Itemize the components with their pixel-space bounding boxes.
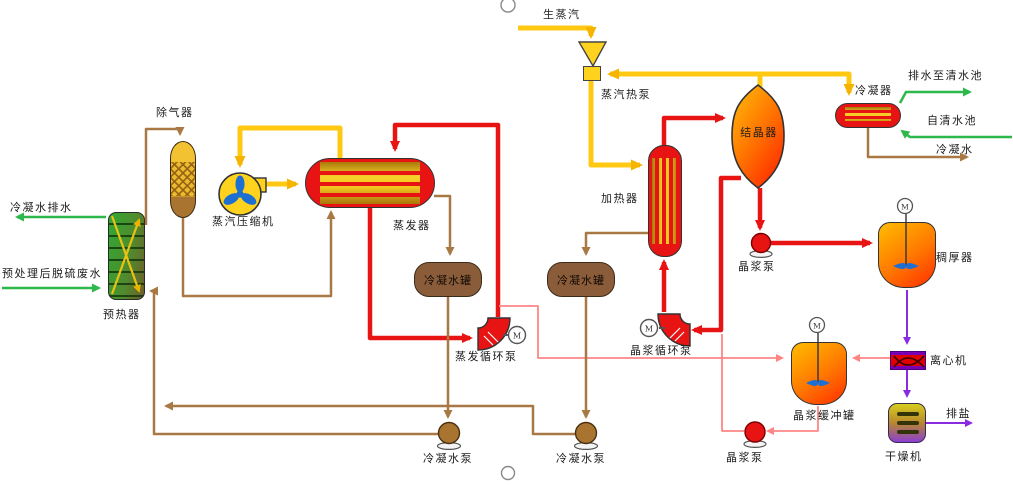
label-evap-circulation-pump: 蒸发循环泵 <box>455 350 518 363</box>
label-condensate-pump-2: 冷凝水泵 <box>556 452 606 465</box>
condensate-pipes <box>144 127 969 436</box>
buffer-tank-agitator: M <box>806 316 830 386</box>
buffer-tank-impeller-icon <box>806 380 830 386</box>
label-raw-steam: 生蒸汽 <box>543 8 581 21</box>
condensate-tank-1-label: 冷凝水罐 <box>424 273 472 287</box>
blowdown-to-buffer-pipe <box>499 305 784 362</box>
water-pipes <box>2 87 1012 293</box>
steam-heat-pump-nozzle[interactable] <box>577 41 608 68</box>
label-dryer: 干燥机 <box>885 450 923 463</box>
page-connector-bottom <box>500 465 516 481</box>
slurry-circulation-pump[interactable]: M <box>639 313 691 347</box>
deaerator-column[interactable] <box>170 141 196 218</box>
label-heater: 加热器 <box>601 192 639 205</box>
slurry-circ-suction-pipe <box>691 175 741 335</box>
motive-steam-to-heater-pipe <box>588 81 643 171</box>
buffer-tank-motor <box>808 316 826 334</box>
steam-pipes <box>234 25 855 190</box>
thickener-vessel[interactable] <box>878 222 936 288</box>
slurry-pump2-discharge-pipe <box>721 334 744 432</box>
evap-circ-pump-body <box>477 317 511 351</box>
label-salt-discharge: 排盐 <box>946 407 971 420</box>
condensate-tank-2-label: 冷凝水罐 <box>557 273 605 287</box>
thickener-impeller-icon <box>893 263 919 269</box>
evap-circ-discharge-pipe <box>390 122 501 317</box>
label-feed-water: 预处理后脱硫废水 <box>2 267 102 280</box>
motor-letter: M <box>645 325 653 334</box>
dryer-body[interactable] <box>888 403 926 443</box>
label-preheater: 预热器 <box>103 308 141 321</box>
label-drain-to-clean-pool: 排水至清水池 <box>908 69 983 82</box>
evaporator-vapor-pipe <box>234 125 343 168</box>
label-deaerator: 除气器 <box>156 106 194 119</box>
label-slurry-buffer-tank: 晶浆缓冲罐 <box>793 409 856 422</box>
label-condensate-water: 冷凝水 <box>936 143 974 156</box>
steam-heat-pump-body[interactable] <box>583 66 601 81</box>
motor-letter: M <box>813 322 821 331</box>
label-slurry-circulation-pump: 晶浆循环泵 <box>630 344 693 357</box>
condensate-pump-2[interactable] <box>573 421 599 451</box>
label-evaporator: 蒸发器 <box>393 219 431 232</box>
cond-pump1-discharge-pipe <box>149 286 438 436</box>
label-steam-heat-pump: 蒸汽热泵 <box>601 88 651 101</box>
slurry-circ-pump-motor <box>639 318 659 338</box>
slurry-pump-1[interactable] <box>749 232 773 259</box>
crystallizer-vessel[interactable] <box>731 83 785 190</box>
raw-steam-pipe <box>518 25 597 39</box>
centrifuge-scroll-pattern <box>893 355 925 368</box>
pump-hatch <box>483 331 499 346</box>
slurry-pump-2[interactable] <box>743 421 767 449</box>
label-self-clean-pool: 自清水池 <box>927 114 977 127</box>
thickener-agitator: M <box>893 197 919 269</box>
centrifuge-body[interactable] <box>890 351 926 370</box>
label-vapor-compressor: 蒸汽压缩机 <box>212 215 275 228</box>
motor-letter: M <box>513 332 521 341</box>
label-crystallizer: 结晶器 <box>740 126 778 139</box>
vapor-to-condenser-pipe <box>760 71 855 96</box>
condensate-tank-1[interactable]: 冷凝水罐 <box>414 262 482 297</box>
label-condenser: 冷凝器 <box>855 84 893 97</box>
condenser-condensate-pipe <box>866 128 969 162</box>
deaerator-to-evaporator-pipe <box>181 210 336 298</box>
slurry-buffer-tank-vessel[interactable] <box>791 342 847 405</box>
label-condensate-pump-1: 冷凝水泵 <box>423 452 473 465</box>
buffer-outlet-pipe <box>766 406 819 435</box>
pool-water-supply-pipe <box>900 129 1012 139</box>
thin-slurry-pipes <box>499 305 890 435</box>
label-slurry-pump-1: 晶浆泵 <box>738 260 776 273</box>
thickener-motor <box>896 197 914 215</box>
heater-to-crystallizer-pipe <box>661 113 726 146</box>
condensate-pump-1[interactable] <box>436 421 462 451</box>
brine-pipes <box>367 113 873 343</box>
slurry-circ-pump-body <box>657 313 691 347</box>
drain-to-pool-pipe <box>898 87 972 104</box>
deaerator-packing <box>171 161 195 196</box>
evap-circ-suction-pipe <box>367 207 473 343</box>
pump-hatch <box>669 327 685 342</box>
evaporator-vessel[interactable] <box>305 158 435 208</box>
preheater-cross-lines <box>110 215 141 295</box>
condenser-vessel[interactable] <box>835 103 901 128</box>
evap-circulation-pump[interactable]: M <box>477 317 527 351</box>
preheater-to-deaerator-pipe <box>144 127 185 225</box>
heater-vessel[interactable] <box>648 145 682 257</box>
evap-condensate-pipe <box>434 194 455 256</box>
evap-circ-pump-motor <box>507 325 527 345</box>
vapor-compressor[interactable] <box>218 172 267 216</box>
label-condensate-drain: 冷凝水排水 <box>10 201 73 214</box>
compressor-fan-icon <box>223 175 257 205</box>
solids-pipes <box>903 290 973 427</box>
condensate-tank-2[interactable]: 冷凝水罐 <box>547 262 615 297</box>
heater-condensate-pipe <box>581 231 648 256</box>
label-slurry-pump-2: 晶浆泵 <box>726 451 764 464</box>
page-connector-top <box>500 0 516 13</box>
motor-letter: M <box>901 203 909 212</box>
label-thickener: 稠厚器 <box>936 251 974 264</box>
cond-pump2-discharge-pipe <box>164 401 575 436</box>
label-centrifuge: 离心机 <box>930 354 968 367</box>
